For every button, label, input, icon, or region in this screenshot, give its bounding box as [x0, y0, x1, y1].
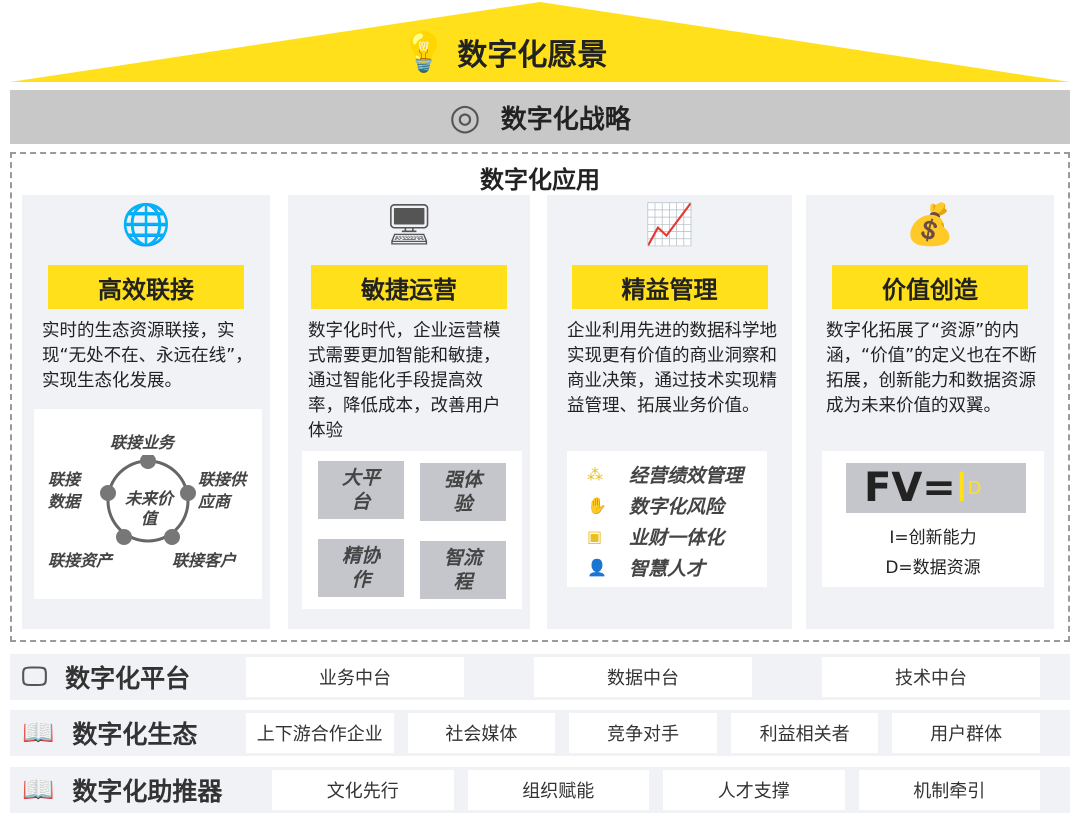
- tile: 精协作: [318, 539, 404, 597]
- card-value: 💰 价值创造 数字化拓展了“资源”的内涵，“价值”的定义也在不断拓展，创新能力和…: [806, 195, 1054, 629]
- list-item: 👤智慧人才: [587, 558, 706, 580]
- tile: 大平台: [318, 461, 404, 519]
- book-bulb-icon: 📖: [22, 718, 55, 748]
- card-desc: 实时的生态资源联接，实现“无处不在、永远在线”，实现生态化发展。: [42, 321, 253, 391]
- row-title: 数字化助推器: [72, 777, 223, 806]
- row-cell: 技术中台: [822, 657, 1040, 697]
- vision-roof: [10, 2, 1070, 82]
- row-title: 数字化平台: [65, 664, 191, 693]
- hand-coin-icon: ✋: [587, 496, 607, 515]
- book-bulb-icon: 📖: [22, 775, 55, 805]
- card-desc: 数字化时代，企业运营模式需要更加智能和敏捷，通过智能化手段提高效率，降低成本，改…: [308, 321, 501, 441]
- analytics-chart-icon: 📈: [644, 202, 695, 248]
- list-item: ▣业财一体化: [587, 527, 725, 549]
- row-enabler: 📖 数字化助推器 文化先行 组织赋能 人才支撑 机制牵引: [10, 767, 1070, 813]
- node: 联接资产: [48, 551, 113, 570]
- lean-list: ⁂经营绩效管理 ✋数字化风险 ▣业财一体化 👤智慧人才: [567, 451, 767, 587]
- card-label: 敏捷运营: [311, 265, 507, 309]
- vision-title: 数字化愿景: [457, 38, 608, 73]
- row-cell: 业务中台: [246, 657, 464, 697]
- tile: 强体验: [420, 463, 506, 521]
- formula-panel: FV= I D I=创新能力 D=数据资源: [822, 451, 1044, 587]
- row-platform: 🖵 数字化平台 业务中台 数据中台 技术中台: [10, 654, 1070, 700]
- row-cell: 上下游合作企业: [246, 713, 394, 753]
- row-cell: 机制牵引: [858, 770, 1040, 810]
- card-agile: 🖥 敏捷运营 数字化时代，企业运营模式需要更加智能和敏捷，通过智能化手段提高效率…: [288, 195, 530, 629]
- row-ecology: 📖 数字化生态 上下游合作企业 社会媒体 竞争对手 利益相关者 用户群体: [10, 710, 1070, 756]
- target-icon: ◎: [449, 96, 481, 138]
- card-lean: 📈 精益管理 企业利用先进的数据科学地实现更有价值的商业洞察和商业决策，通过技术…: [547, 195, 792, 629]
- fv-formula: FV= I D: [846, 463, 1026, 513]
- strategy-title: 数字化战略: [500, 104, 631, 135]
- person-icon: 👤: [587, 558, 607, 577]
- card-label: 高效联接: [48, 265, 244, 309]
- row-cell: 文化先行: [272, 770, 454, 810]
- node: 联接供应商: [198, 470, 247, 511]
- row-cell: 社会媒体: [407, 713, 556, 753]
- vision-header: 💡 数字化愿景: [400, 24, 607, 80]
- tiles-panel: 大平台 强体验 精协作 智流程: [302, 451, 522, 609]
- globe-network-icon: 🌐: [121, 202, 171, 248]
- strategy-bar: ◎ 数字化战略: [10, 90, 1070, 144]
- center-value: 未来价值: [124, 489, 173, 528]
- row-cell: 竞争对手: [569, 713, 717, 753]
- devices-icon: 🖥: [383, 202, 435, 248]
- node: 联接业务: [110, 433, 175, 452]
- connection-diagram: 未来价值 联接业务 联接供应商 联接客户 联接资产 联接数据: [34, 409, 262, 599]
- card-desc: 企业利用先进的数据科学地实现更有价值的商业洞察和商业决策，通过技术实现精益管理、…: [567, 321, 777, 416]
- row-cell: 利益相关者: [730, 713, 879, 753]
- node: 联接数据: [48, 470, 81, 511]
- network-icon: ⁂: [587, 465, 603, 484]
- card-desc: 数字化拓展了“资源”的内涵，“价值”的定义也在不断拓展，创新能力和数据资源成为未…: [826, 321, 1037, 416]
- formula-legend: I=创新能力 D=数据资源: [885, 528, 981, 578]
- application-box: [10, 152, 1070, 642]
- money-hand-icon: 💰: [905, 202, 955, 248]
- node: 联接客户: [172, 551, 237, 570]
- application-title: 数字化应用: [480, 166, 600, 194]
- list-item: ⁂经营绩效管理: [587, 465, 744, 487]
- card-label: 精益管理: [571, 265, 768, 309]
- row-cell: 人才支撑: [663, 770, 845, 810]
- pentagon-ring: [100, 455, 196, 545]
- lightbulb-icon: 💡: [400, 29, 448, 74]
- row-cell: 数据中台: [534, 657, 752, 697]
- card-connection: 🌐 高效联接 实时的生态资源联接，实现“无处不在、永远在线”，实现生态化发展。 …: [22, 195, 270, 629]
- row-title: 数字化生态: [72, 720, 198, 749]
- computer-icon: ▣: [587, 527, 603, 546]
- list-item: ✋数字化风险: [587, 496, 725, 518]
- row-cell: 用户群体: [892, 713, 1040, 753]
- card-label: 价值创造: [832, 265, 1028, 309]
- row-cell: 组织赋能: [467, 770, 649, 810]
- screen-icon: 🖵: [22, 661, 48, 692]
- tile: 智流程: [420, 541, 506, 599]
